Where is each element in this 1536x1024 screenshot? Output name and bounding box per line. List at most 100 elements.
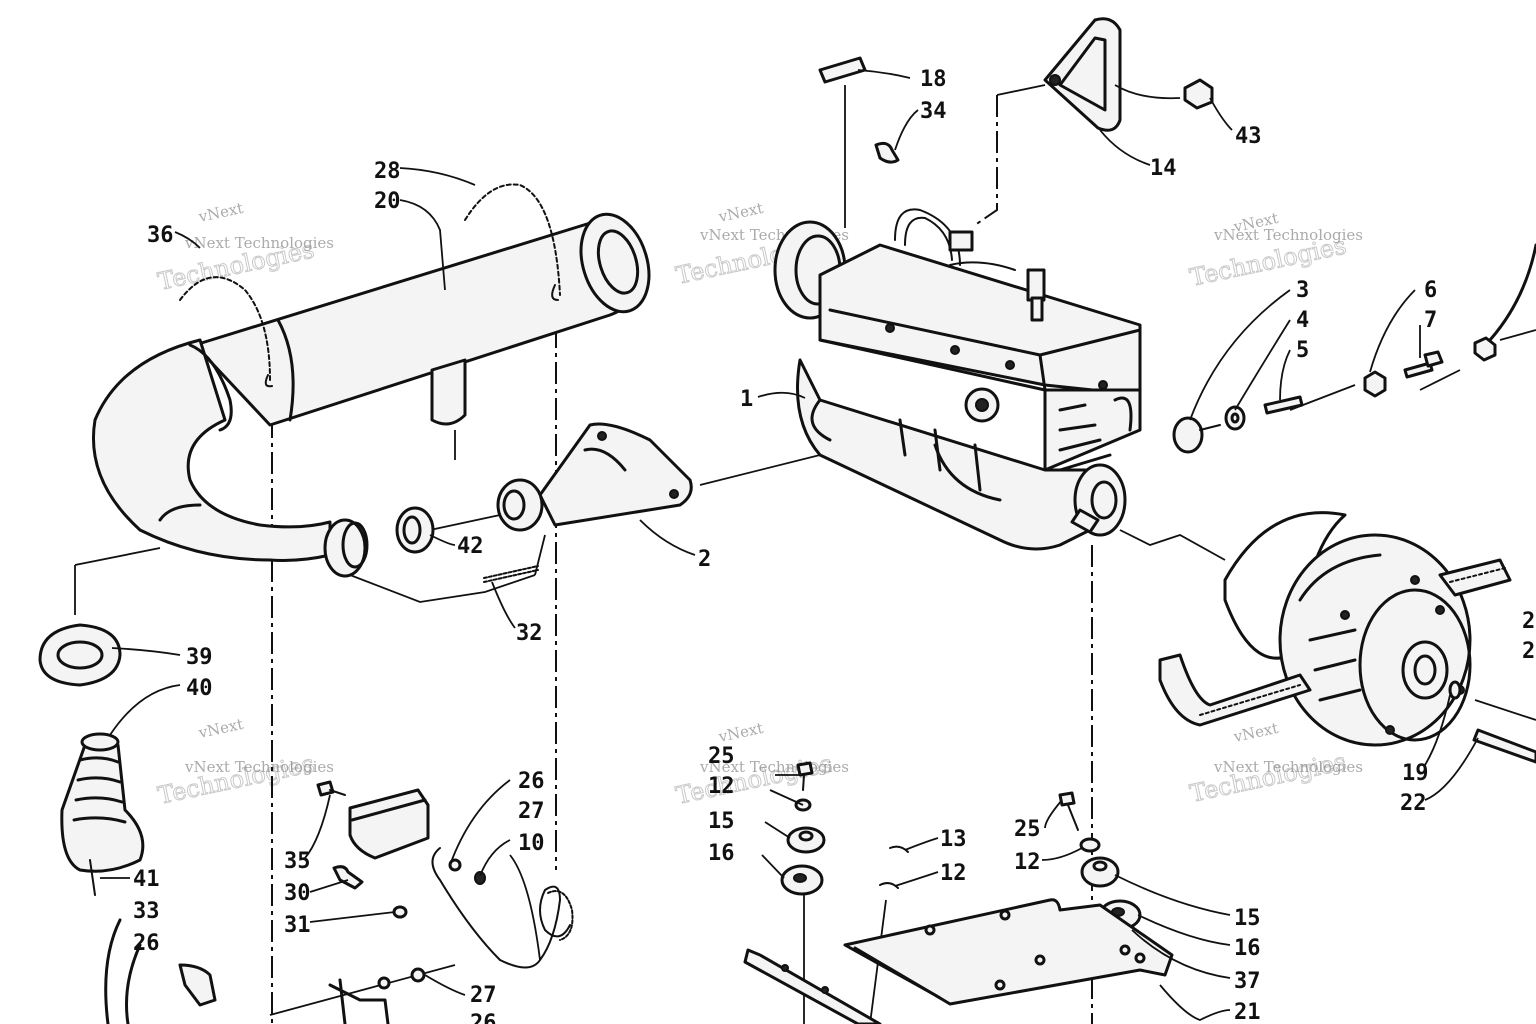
- callout-35: 35: [284, 849, 311, 874]
- callout-1: 1: [740, 387, 753, 412]
- callout-labels: 18 34 43 14 28 20 36 3 6 4 7 5 1 42 2 2 …: [133, 67, 1535, 1024]
- tray-bottom-left: [178, 963, 426, 1024]
- washer-12-right: [1079, 837, 1101, 853]
- svg-text:Technologies: Technologies: [1187, 747, 1348, 807]
- callout-25-right: 25: [1014, 817, 1041, 842]
- mount-bolt-25-right: [1058, 791, 1079, 831]
- callout-leaders: [100, 69, 1479, 1021]
- exhaust-spring-32: [483, 565, 539, 583]
- callout-15-right: 15: [1234, 906, 1261, 931]
- washer-4: [1224, 405, 1246, 431]
- callout-27-top: 27: [518, 799, 545, 824]
- callout-27-bottom: 27: [470, 983, 497, 1008]
- watermark-top-left: vNext vNext Technologies Technologies: [155, 199, 334, 296]
- bolt-35: [316, 780, 346, 797]
- svg-text:vNext Technologies: vNext Technologies: [184, 234, 334, 252]
- knob-3: [1172, 416, 1221, 454]
- mount-bolt-25-left: [796, 761, 814, 791]
- clip-34: [874, 141, 900, 164]
- bolt-30: [332, 865, 364, 890]
- callout-30: 30: [284, 881, 311, 906]
- callout-7: 7: [1424, 308, 1437, 333]
- drive-belt: [1158, 558, 1512, 727]
- engine-mounting-plate-21: [843, 898, 1174, 1006]
- callout-10: 10: [518, 831, 545, 856]
- callout-40: 40: [186, 676, 213, 701]
- callout-4: 4: [1296, 308, 1309, 333]
- mounting-rail: [743, 948, 882, 1024]
- callout-13: 13: [940, 827, 967, 852]
- callout-33: 33: [133, 899, 160, 924]
- nut-right-edge: [1473, 243, 1536, 362]
- pin-5: [1263, 395, 1304, 415]
- washer-12-mid: [879, 882, 899, 889]
- callout-37: 37: [1234, 969, 1261, 994]
- cable-10: [431, 847, 574, 969]
- callout-39: 39: [186, 645, 213, 670]
- callout-25-left: 25: [708, 744, 735, 769]
- callout-22: 22: [1400, 791, 1427, 816]
- callout-42: 42: [457, 534, 484, 559]
- svg-text:vNext Technologies: vNext Technologies: [1213, 758, 1363, 776]
- washer-31: [392, 905, 408, 919]
- callout-41: 41: [133, 867, 160, 892]
- exhaust-spring-28: [464, 183, 561, 301]
- callout-31: 31: [284, 913, 311, 938]
- callout-19: 19: [1402, 761, 1429, 786]
- svg-text:vNext Technologies: vNext Technologies: [184, 758, 334, 776]
- clip-43: [1183, 78, 1214, 110]
- engine-assembly: [773, 208, 1142, 551]
- callout-12-right: 12: [1014, 850, 1041, 875]
- nut-6: [1363, 370, 1387, 398]
- watermark-bottom-left: vNext vNext Technologies Technologies: [155, 715, 334, 810]
- hose-33: [104, 918, 142, 1024]
- exhaust-manifold-2: [496, 422, 693, 532]
- callout-36: 36: [147, 223, 174, 248]
- engine-bracket-14: [1043, 17, 1122, 132]
- isolator-15-left: [786, 826, 826, 854]
- callout-34: 34: [920, 99, 947, 124]
- callout-26-left: 26: [133, 931, 160, 956]
- exhaust-seal-42: [395, 506, 435, 554]
- isolator-15-right: [1080, 856, 1120, 888]
- callout-5: 5: [1296, 338, 1309, 363]
- callout-2-right-2: 2: [1522, 639, 1535, 664]
- bracket-plate: [348, 788, 430, 860]
- callout-2-right-1: 2: [1522, 609, 1535, 634]
- watermark-top-right: vNext vNext Technologies Technologies: [1187, 209, 1363, 292]
- callout-15-left: 15: [708, 809, 735, 834]
- callout-28: 28: [374, 159, 401, 184]
- washer-19: [1448, 680, 1462, 700]
- callout-26-top: 26: [518, 769, 545, 794]
- callout-16-left: 16: [708, 841, 735, 866]
- callout-21: 21: [1234, 1000, 1261, 1024]
- boot-40: [60, 732, 145, 873]
- washer-13: [889, 845, 909, 853]
- callout-6: 6: [1424, 278, 1437, 303]
- svg-text:vNext: vNext: [716, 199, 765, 226]
- callout-16-right: 16: [1234, 936, 1261, 961]
- screw-41: [89, 859, 96, 896]
- drive-clutch: [1223, 511, 1472, 747]
- callout-14: 14: [1150, 156, 1177, 181]
- callout-3: 3: [1296, 278, 1309, 303]
- svg-text:vNext: vNext: [716, 719, 765, 746]
- gasket-39: [38, 623, 122, 687]
- bolt-7: [1403, 350, 1444, 379]
- svg-text:vNext: vNext: [1231, 719, 1280, 746]
- callout-2: 2: [698, 547, 711, 572]
- svg-text:vNext Technologies: vNext Technologies: [1213, 226, 1363, 244]
- watermark-bottom-center: vNext vNext Technologies Technologies: [673, 719, 849, 810]
- callout-18: 18: [920, 67, 947, 92]
- mount-16-left: [780, 864, 824, 896]
- exhaust-spring-36: [179, 276, 273, 388]
- callout-20: 20: [374, 189, 401, 214]
- svg-text:vNext: vNext: [196, 715, 245, 742]
- nut-27-top: [474, 871, 486, 885]
- callout-43: 43: [1235, 124, 1262, 149]
- svg-text:vNext: vNext: [196, 199, 245, 226]
- bolt-22: [1472, 728, 1536, 764]
- callout-32: 32: [516, 621, 543, 646]
- exhaust-pipe: [91, 212, 651, 578]
